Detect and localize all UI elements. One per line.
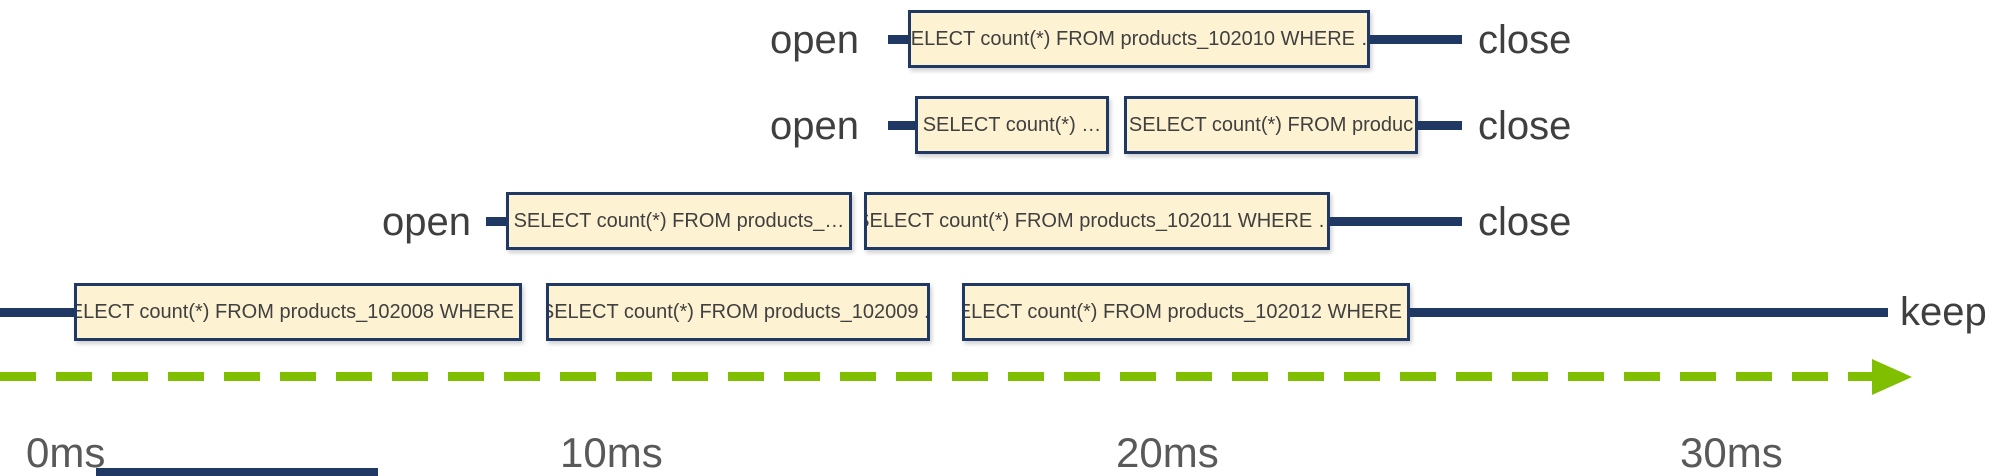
close-label: close <box>1478 18 1572 62</box>
timeline-line <box>1418 121 1462 130</box>
sql-text: SELECT count(*) FROM produc <box>1128 113 1414 136</box>
timeline-line <box>1330 217 1462 226</box>
timeline-line <box>486 217 506 226</box>
sql-text: SELECT count(*) FROM products_102010 WHE… <box>908 27 1370 50</box>
sql-text: SELECT count(*) FROM products_… <box>513 209 845 232</box>
sql-text: SELECT count(*) FROM products_102008 WHE… <box>74 300 522 323</box>
query-box: SELECT count(*) FROM products_102011 WHE… <box>864 192 1330 250</box>
timeline-line <box>0 308 78 317</box>
tick-label-0ms: 0ms <box>26 429 106 476</box>
sql-text: SELECT count(*) FROM products_102011 WHE… <box>864 209 1330 232</box>
tick-label-20ms: 20ms <box>1116 429 1219 476</box>
sql-text: SELECT count(*) FROM products_102012 WHE… <box>962 300 1410 323</box>
timeline-line <box>1410 308 1888 317</box>
query-box: SELECT count(*) FROM products_102012 WHE… <box>962 283 1410 341</box>
tick-label-30ms: 30ms <box>1680 429 1783 476</box>
cutoff-shape-bottom <box>96 468 378 476</box>
timeline-line <box>888 121 915 130</box>
timeline-line <box>1370 35 1462 44</box>
sql-text: SELECT count(*) FROM products_102009 .. <box>546 300 930 323</box>
time-axis-arrowhead-icon <box>1872 359 1912 395</box>
query-box: SELECT count(*) FROM products_102010 WHE… <box>908 10 1370 68</box>
query-box: SELECT count(*) FROM products_… <box>506 192 852 250</box>
query-box: SELECT count(*) FROM produc <box>1124 96 1418 154</box>
query-box: SELECT count(*) … <box>915 96 1109 154</box>
timeline-line <box>888 35 912 44</box>
query-box: SELECT count(*) FROM products_102009 .. <box>546 283 930 341</box>
close-label: close <box>1478 104 1572 148</box>
sql-text: SELECT count(*) … <box>922 113 1102 136</box>
query-box: SELECT count(*) FROM products_102008 WHE… <box>74 283 522 341</box>
time-axis-dashed-line <box>0 372 1874 381</box>
close-label: close <box>1478 200 1572 244</box>
open-label: open <box>382 200 471 244</box>
open-label: open <box>770 18 859 62</box>
keep-label: keep <box>1900 290 1987 334</box>
open-label: open <box>770 104 859 148</box>
tick-label-10ms: 10ms <box>560 429 663 476</box>
